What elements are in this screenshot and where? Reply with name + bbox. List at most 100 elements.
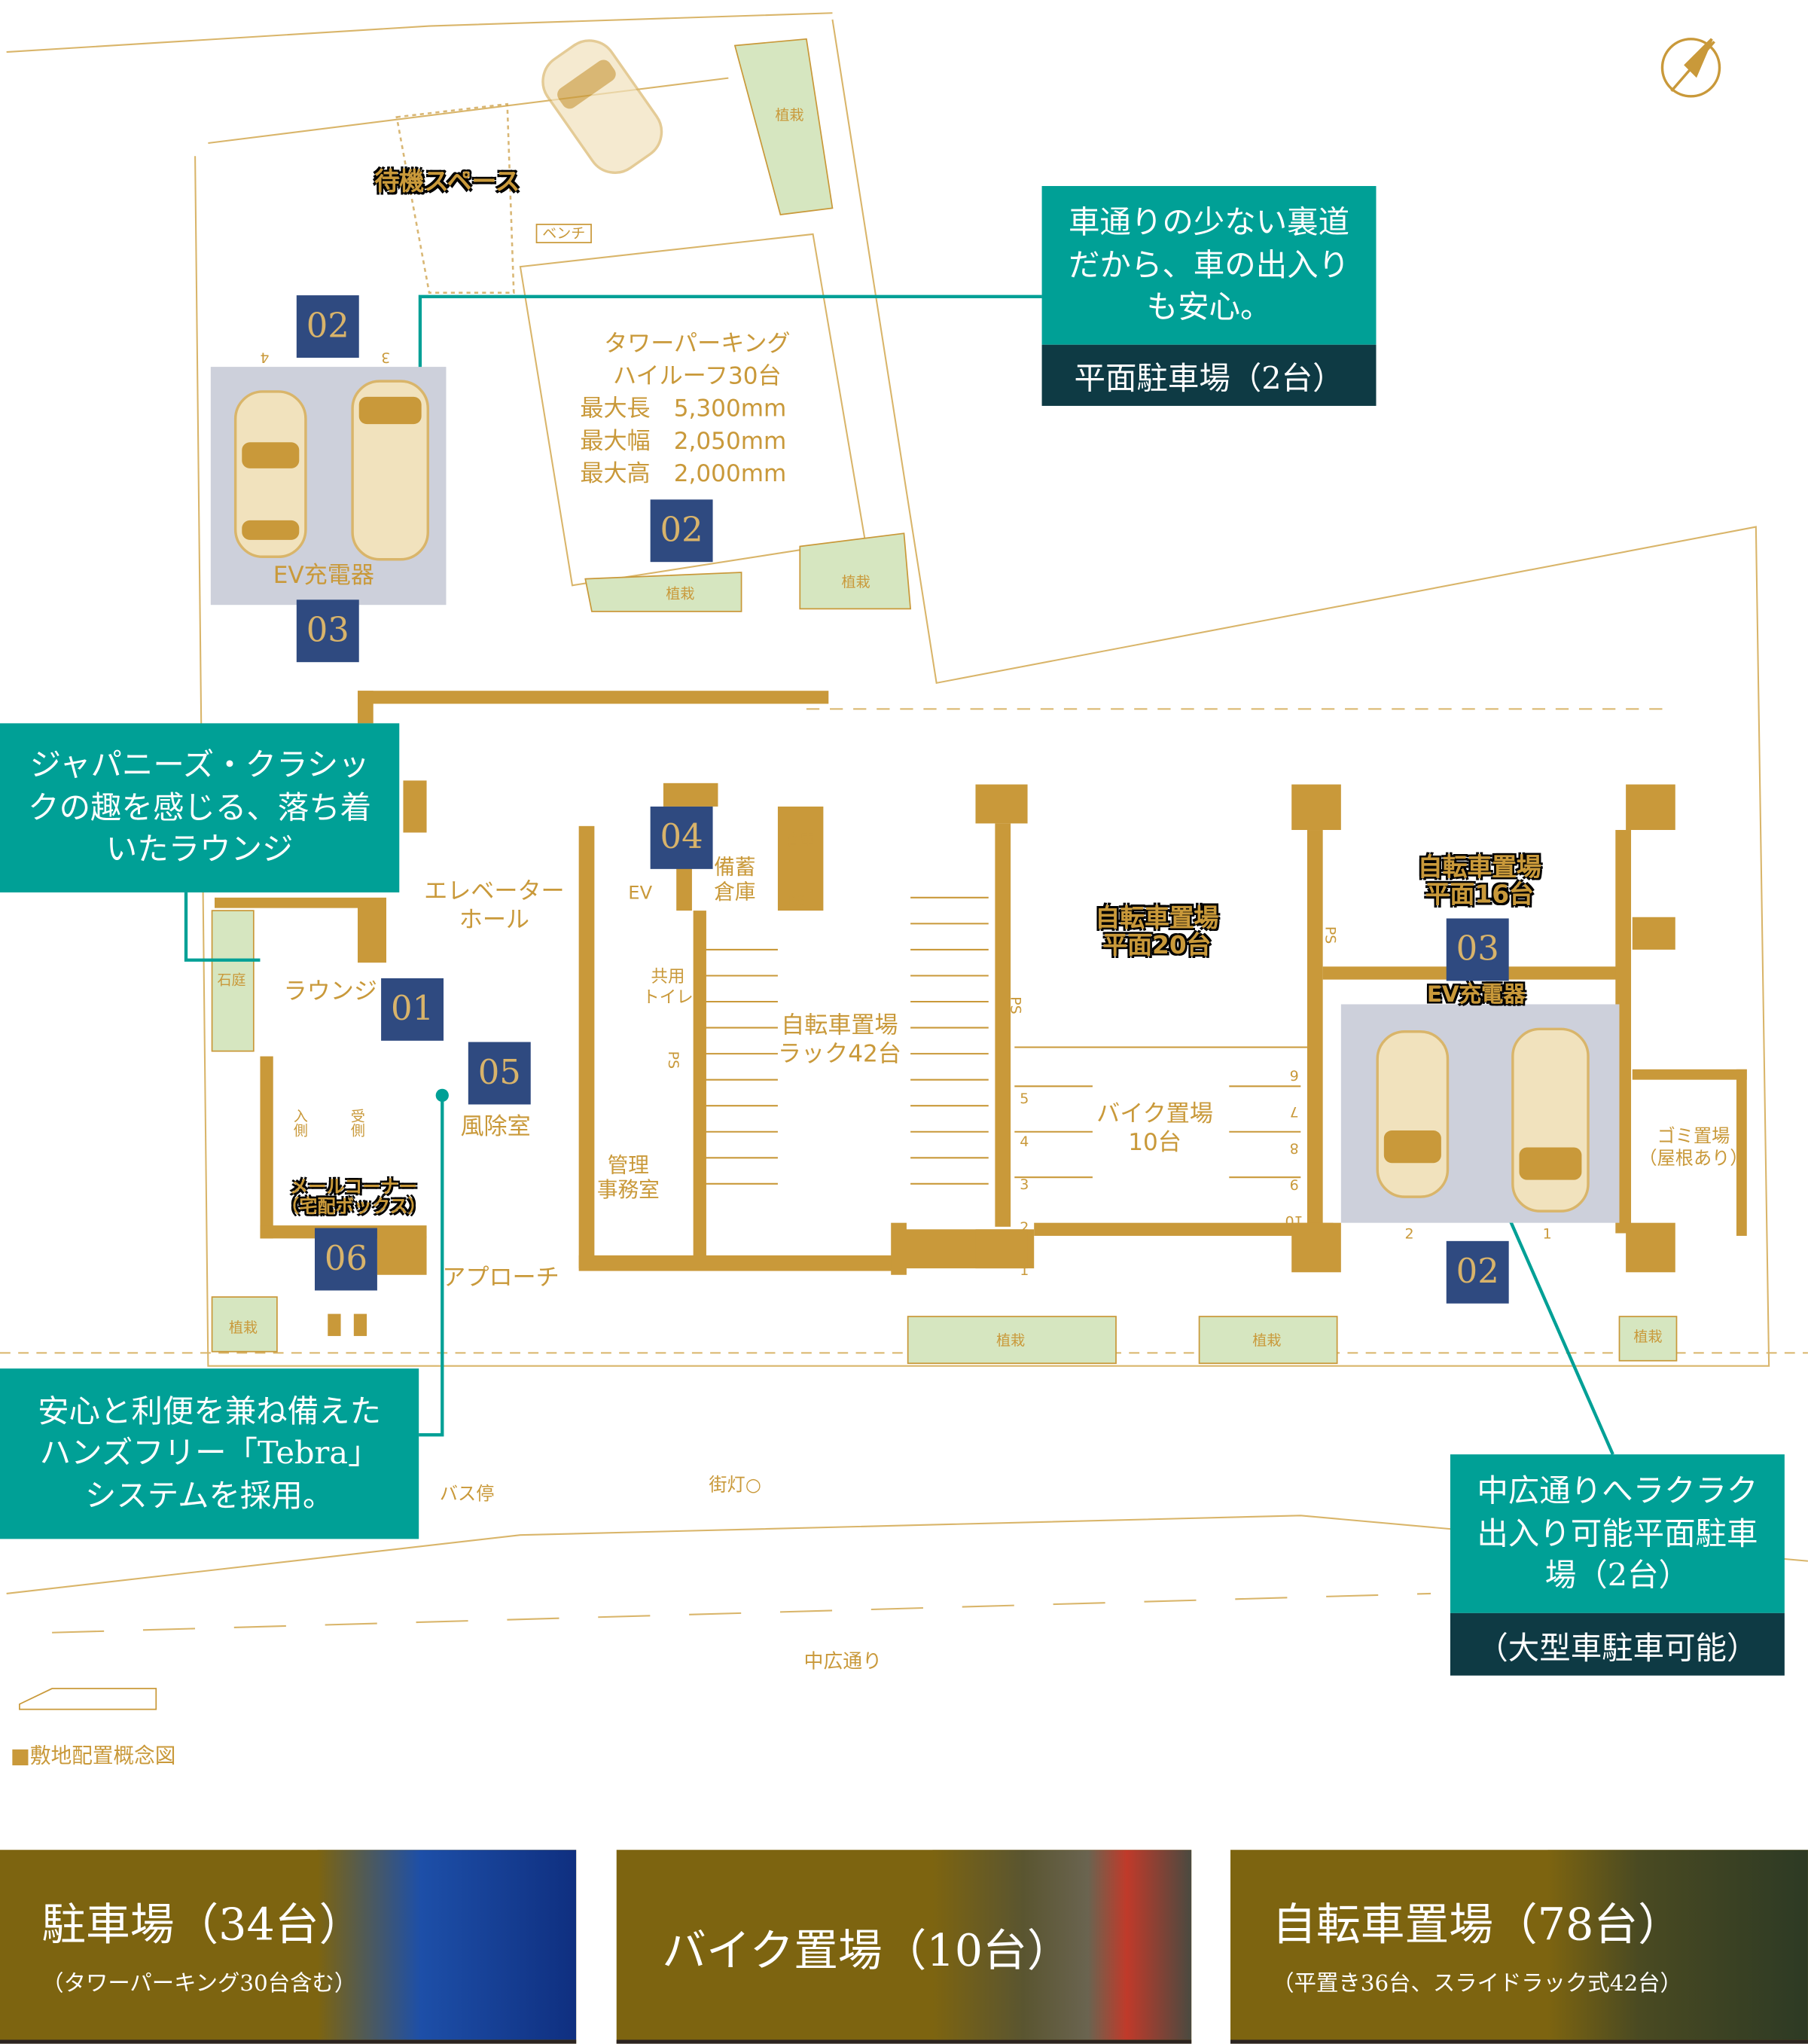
planting-label: 植栽 — [996, 1332, 1026, 1350]
card-subtitle: （平置き36台、スライドラック式42台） — [1272, 1970, 1682, 1997]
tower-line: ハイルーフ30台 — [613, 362, 782, 391]
bike-rack-label: 自転車置場ラック42台 — [778, 1012, 901, 1069]
bench-label: ベンチ — [535, 224, 592, 244]
bike-flat16-label: 自転車置場平面16台 — [1417, 853, 1541, 910]
line: 備蓄 — [714, 854, 756, 880]
compass-icon — [1660, 38, 1721, 98]
badge-04: 04 — [650, 806, 713, 869]
street-light-label: 街灯○ — [709, 1475, 761, 1496]
van-icon — [351, 380, 430, 561]
line: 10台 — [1128, 1128, 1181, 1156]
badge-05: 05 — [468, 1042, 531, 1105]
slot-number: 10 — [1285, 1212, 1303, 1230]
planting-label: 植栽 — [841, 573, 870, 591]
tower-line: 最大長 5,300mm — [580, 395, 787, 423]
slot-number: 4 — [1020, 1133, 1029, 1150]
planting-label: 植栽 — [1252, 1332, 1282, 1350]
scooter-photo — [932, 1850, 1192, 2040]
line: メールコーナー — [290, 1177, 417, 1198]
office-label: 管理事務室 — [597, 1152, 660, 1202]
storage-label: 備蓄倉庫 — [714, 855, 755, 905]
line: （宅配ボックス） — [281, 1197, 426, 1219]
nakahiro-callout-sub: （大型車駐車可能） — [1450, 1612, 1785, 1676]
figure-caption: ■敷地配置概念図 — [10, 1743, 176, 1768]
line: エレベーター — [424, 877, 565, 906]
nakahiro-callout: 中広通りへラクラク出入り可能平面駐車場（2台） — [1450, 1454, 1785, 1613]
line: 平面16台 — [1425, 880, 1534, 910]
in-side-label: 入側 — [291, 1108, 309, 1137]
slot-number: 6 — [1289, 1066, 1299, 1084]
moto-slot-numbers-left: 5 4 3 2 1 — [1020, 1077, 1029, 1292]
badge-02: 02 — [1446, 1240, 1509, 1304]
slot-number: 3 — [1020, 1176, 1029, 1193]
waiting-space-hatch — [395, 102, 515, 294]
ev-label: EV — [628, 883, 653, 905]
bus-stop-label: バス停 — [439, 1484, 495, 1506]
slot-number: 3 — [381, 349, 391, 366]
approach-label: アプローチ — [442, 1264, 559, 1292]
lounge-label: ラウンジ — [283, 978, 377, 1006]
bike-racks — [702, 896, 1307, 1185]
building-walls — [215, 691, 1747, 1336]
site-boundary-top — [6, 12, 833, 53]
tower-line: 最大幅 2,050mm — [580, 428, 787, 456]
line: 管理 — [607, 1152, 649, 1178]
garbage-label: ゴミ置場（屋根あり） — [1639, 1127, 1748, 1170]
planting-area — [733, 38, 834, 215]
line: 自転車置場 — [781, 1011, 898, 1040]
slot-number: 2 — [1020, 1219, 1029, 1236]
ps-label: PS — [787, 892, 805, 910]
back-road-callout-sub: 平面駐車場（2台） — [1041, 344, 1377, 406]
badge-01: 01 — [381, 978, 444, 1041]
receive-side-label: 受側 — [349, 1108, 366, 1137]
toilet-label: 共用トイレ — [642, 968, 693, 1008]
line: 自転車置場 — [1095, 904, 1219, 933]
card-subtitle: （タワーパーキング30台含む） — [41, 1970, 357, 1997]
ev-charger-label: EV充電器 — [273, 562, 374, 590]
line: 事務室 — [596, 1177, 660, 1203]
line: 倉庫 — [714, 879, 756, 905]
line: トイレ — [642, 988, 694, 1008]
badge-02: 02 — [296, 295, 359, 358]
tower-line: タワーパーキング — [604, 330, 791, 358]
motorcycle-summary-card: バイク置場（10台） — [616, 1850, 1192, 2044]
courtyard-label: 石庭 — [217, 972, 246, 989]
planting-label: 植栽 — [229, 1319, 258, 1336]
line: ゴミ置場 — [1657, 1126, 1730, 1148]
line: 平面20台 — [1102, 931, 1212, 960]
card-title: 自転車置場（78台） — [1272, 1899, 1682, 1951]
ev-charger-label: EV充電器 — [1426, 982, 1526, 1008]
planting-label: 植栽 — [666, 585, 695, 603]
line: バイク置場 — [1096, 1100, 1213, 1128]
slot-number: 1 — [1542, 1225, 1552, 1243]
slot-number: 9 — [1289, 1176, 1299, 1193]
line: 自転車置場 — [1417, 853, 1541, 883]
site-plan-drawing — [0, 12, 1808, 1710]
ps-label: PS — [1007, 996, 1024, 1014]
line: 共用 — [651, 968, 685, 988]
windbreak-room-label: 風除室 — [460, 1113, 531, 1141]
callout-connectors — [184, 294, 1614, 1455]
badge-02: 02 — [650, 499, 713, 563]
slot-number: 4 — [260, 349, 270, 366]
card-title: 駐車場（34台） — [41, 1899, 364, 1951]
slot-number: 5 — [1020, 1090, 1029, 1107]
ps-label: PS — [664, 1051, 682, 1069]
tebra-callout: 安心と利便を兼ね備えたハンズフリー「Tebra」システムを採用。 — [0, 1368, 419, 1539]
car-icon — [233, 390, 307, 559]
slot-number: 2 — [1404, 1225, 1414, 1243]
bicycle-summary-card: 自転車置場（78台） （平置き36台、スライドラック式42台） — [1230, 1850, 1808, 2044]
car-photo — [316, 1850, 577, 2040]
planting-label: 植栽 — [775, 106, 804, 124]
parking-summary-card: 駐車場（34台） （タワーパーキング30台含む） — [0, 1850, 577, 2044]
tower-parking-label: タワーパーキング ハイルーフ30台 最大長 5,300mm 最大幅 2,050m… — [580, 328, 814, 490]
line: ラック42台 — [777, 1040, 901, 1068]
badge-06: 06 — [315, 1228, 377, 1291]
mail-corner-label: メールコーナー（宅配ボックス） — [281, 1177, 426, 1219]
waiting-space-label: 待機スペース — [374, 167, 520, 197]
car-icon — [1376, 1030, 1450, 1198]
road-name-label: 中広通り — [803, 1649, 883, 1673]
back-road-callout: 車通りの少ない裏道だから、車の出入りも安心。 — [1041, 186, 1377, 345]
slot-number: 1 — [1020, 1261, 1029, 1279]
